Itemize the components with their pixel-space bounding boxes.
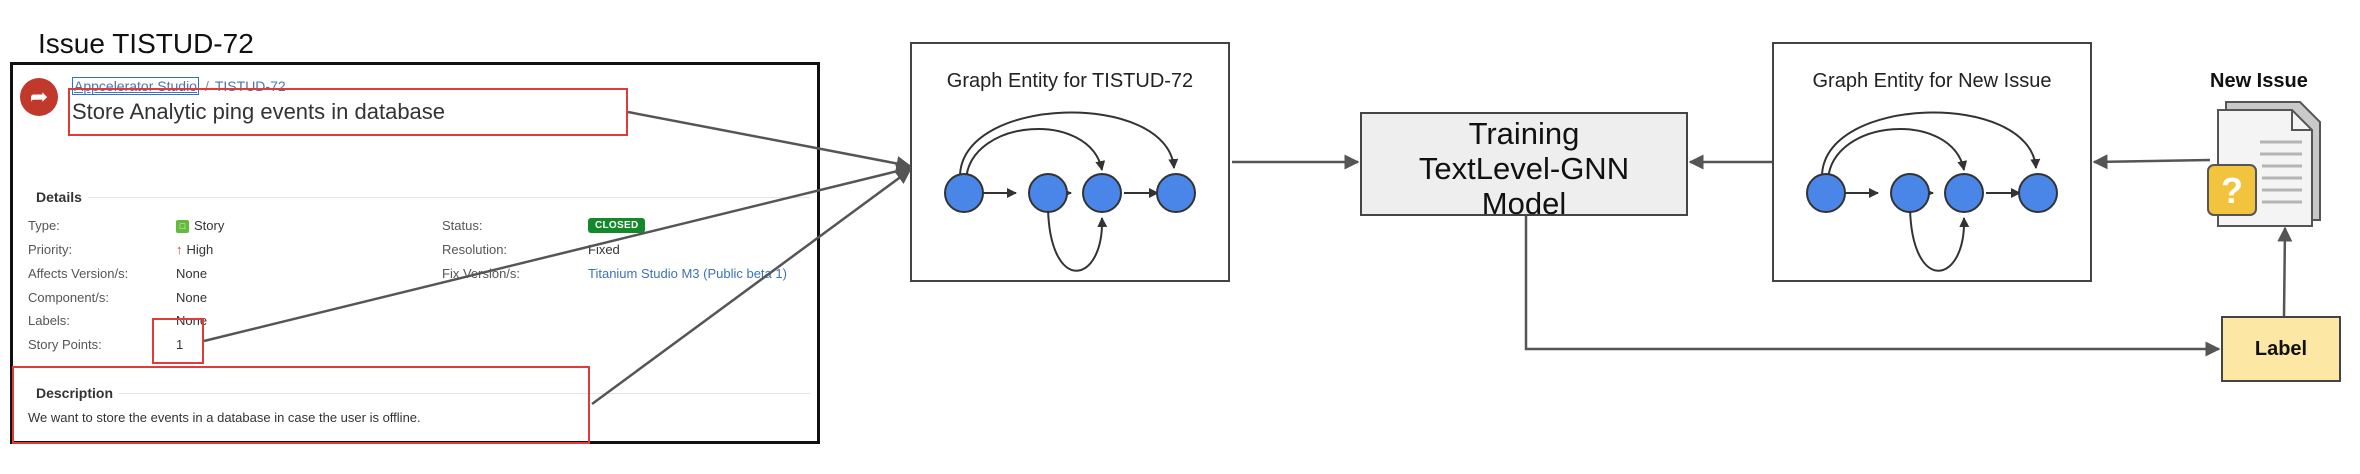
project-avatar-icon: ➦ xyxy=(20,78,58,116)
description-highlight-box xyxy=(12,366,590,444)
story-points-label: Story Points: xyxy=(28,337,102,352)
graph-left-node-2 xyxy=(1028,173,1068,213)
description-text: We want to store the events in a databas… xyxy=(28,410,421,425)
graph-right-node-1 xyxy=(1806,173,1846,213)
breadcrumb: Appcelerator Studio / TISTUD-72 xyxy=(72,77,286,95)
arrow-description-to-graph xyxy=(591,168,912,406)
priority-value: ↑High xyxy=(176,242,214,257)
graph-left-node-1 xyxy=(944,173,984,213)
description-rule xyxy=(118,393,810,394)
fix-version-link[interactable]: Titanium Studio M3 (Public beta 1) xyxy=(588,266,787,281)
component-label: Component/s: xyxy=(28,290,109,305)
graph-right-node-3 xyxy=(1944,173,1984,213)
type-label: Type: xyxy=(28,218,60,233)
graph-left-node-3 xyxy=(1082,173,1122,213)
summary-highlight-box xyxy=(68,88,628,136)
type-value: □Story xyxy=(176,218,224,233)
issue-key-link[interactable]: TISTUD-72 xyxy=(214,78,286,94)
status-label: Status: xyxy=(442,218,483,233)
graph-right-node-4 xyxy=(2018,173,2058,213)
project-link[interactable]: Appcelerator Studio xyxy=(72,77,199,95)
svg-text:?: ? xyxy=(2221,170,2243,211)
arrow-training-to-label xyxy=(1524,216,2221,357)
graph-left-node-4 xyxy=(1156,173,1196,213)
priority-label: Priority: xyxy=(28,242,73,257)
graph-entity-tistud72-title: Graph Entity for TISTUD-72 xyxy=(946,70,1194,92)
priority-up-arrow-icon: ↑ xyxy=(176,242,183,257)
labels-value: None xyxy=(176,313,208,328)
details-heading: Details xyxy=(36,189,82,205)
graph-left-nodes xyxy=(944,173,1196,213)
details-rule xyxy=(88,197,810,198)
affects-version-label: Affects Version/s: xyxy=(28,266,129,281)
training-line-1: Training xyxy=(1468,116,1580,151)
story-points-highlight-box xyxy=(152,318,204,364)
new-issue-label: New Issue xyxy=(2210,70,2308,92)
labels-label: Labels: xyxy=(28,313,70,328)
graph-right-nodes xyxy=(1806,173,2058,213)
resolution-label: Resolution: xyxy=(442,242,508,257)
description-heading: Description xyxy=(36,385,114,401)
training-line-2: TextLevel-GNN xyxy=(1418,151,1630,186)
arrow-points-to-graph xyxy=(203,163,912,343)
status-badge: CLOSED xyxy=(588,215,646,233)
training-model-box: Training TextLevel-GNN Model xyxy=(1360,112,1688,221)
component-value: None xyxy=(176,290,208,305)
breadcrumb-separator: / xyxy=(204,78,209,94)
graph-entity-new-issue-title: Graph Entity for New Issue xyxy=(1812,70,2052,92)
label-box: Label xyxy=(2221,316,2341,382)
arrow-label-to-newissue xyxy=(2277,226,2293,317)
graph-right-edges xyxy=(1820,111,2041,272)
issue-summary: Store Analytic ping events in database xyxy=(72,99,446,124)
arrow-summary-to-graph xyxy=(627,110,912,171)
graph-right-node-2 xyxy=(1890,173,1930,213)
issue-heading: Issue TISTUD-72 xyxy=(38,28,254,59)
story-points-value: 1 xyxy=(176,337,184,352)
story-icon: □ xyxy=(176,220,189,233)
training-line-3: Model xyxy=(1481,186,1567,221)
jira-issue-screenshot xyxy=(10,62,820,444)
affects-version-value: None xyxy=(176,266,208,281)
arrow-newissue-to-graph xyxy=(2092,154,2211,170)
document-question-icon: ? xyxy=(2207,101,2321,227)
